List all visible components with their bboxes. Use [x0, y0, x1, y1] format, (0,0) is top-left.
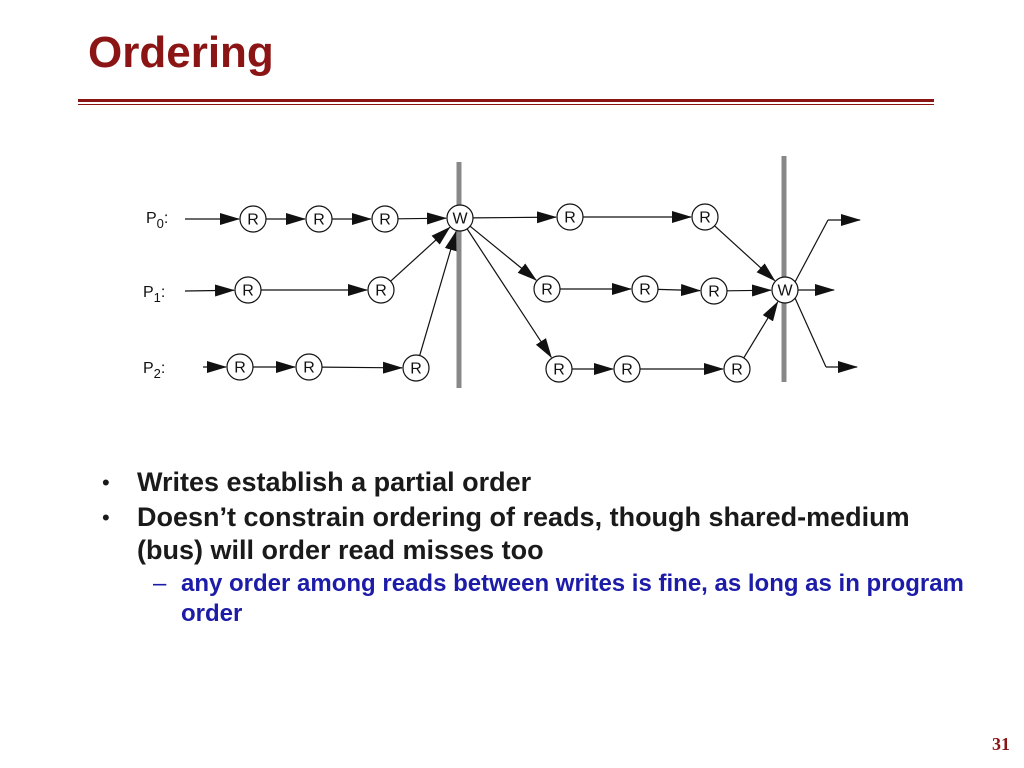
read-node-label: R — [564, 210, 576, 227]
read-node-label: R — [731, 362, 743, 379]
read-node-circle — [545, 355, 573, 383]
title-rule-thin — [78, 104, 934, 105]
read-node-circle — [371, 205, 399, 233]
read-node: R — [367, 276, 395, 304]
processor-label-p2: P2: — [143, 360, 165, 381]
read-node: R — [556, 203, 584, 231]
sub-bullet-item: –any order among reads between writes is… — [100, 569, 980, 629]
ordering-diagram: P0: P1: P2: R R R W R R R R R R R W R R R R R R — [143, 156, 861, 388]
diagram-edges — [184, 211, 861, 375]
read-node-circle — [234, 276, 262, 304]
read-node-circle — [367, 276, 395, 304]
page-number: 31 — [992, 734, 1010, 754]
diagram-arrow — [321, 361, 404, 374]
diagram-arrow — [184, 284, 236, 297]
write-node: W — [771, 276, 799, 304]
write-node: W — [446, 204, 474, 232]
write-node-circle — [446, 204, 474, 232]
read-node: R — [234, 276, 262, 304]
read-node: R — [533, 275, 561, 303]
read-node-label: R — [303, 360, 315, 377]
diagram-arrow — [397, 212, 448, 225]
read-node: R — [371, 205, 399, 233]
sub-bullet-text: any order among reads between writes is … — [181, 570, 964, 627]
bullet-item: • Doesn’t constrain ordering of reads, th… — [100, 501, 980, 567]
read-node-circle — [533, 275, 561, 303]
slide-title: Ordering — [88, 28, 274, 77]
bullet-list: • Writes establish a partial order • Doesn… — [100, 466, 980, 629]
read-node: R — [631, 275, 659, 303]
read-node-label: R — [541, 282, 553, 299]
bullet-item: • Writes establish a partial order — [100, 466, 980, 499]
diagram-arrow — [794, 219, 829, 283]
read-node-label: R — [621, 362, 633, 379]
diagram-arrow — [469, 225, 537, 281]
read-node-label: R — [242, 283, 254, 300]
read-node-circle — [402, 354, 430, 382]
read-node: R — [305, 205, 333, 233]
bullet-text: Doesn’t constrain ordering of reads, tho… — [137, 502, 910, 565]
read-node: R — [691, 203, 719, 231]
read-node: R — [402, 354, 430, 382]
read-node-circle — [239, 205, 267, 233]
diagram-arrow — [472, 211, 558, 224]
read-node-circle — [723, 355, 751, 383]
read-node-circle — [295, 353, 323, 381]
diagram-nodes: R R R W R R R R R R R W R R R R R R — [226, 203, 799, 383]
read-node-label: R — [247, 212, 259, 229]
read-node-circle — [700, 277, 728, 305]
processor-label-p0: P0: — [146, 210, 168, 231]
title-rule-thick — [78, 99, 934, 102]
read-node-circle — [226, 353, 254, 381]
diagram-arrow — [419, 230, 457, 356]
write-node-label: W — [777, 283, 793, 300]
write-node-circle — [771, 276, 799, 304]
read-node: R — [723, 355, 751, 383]
bullet-marker: • — [102, 505, 110, 530]
diagram-arrow — [794, 297, 827, 368]
diagram-arrow — [466, 228, 552, 359]
diagram-arrow — [726, 284, 773, 297]
bullet-text: Writes establish a partial order — [137, 467, 532, 497]
read-node: R — [700, 277, 728, 305]
diagram-arrow — [714, 225, 776, 282]
read-node-label: R — [699, 210, 711, 227]
processor-label-p1: P1: — [143, 284, 165, 305]
write-node-label: W — [452, 211, 468, 228]
read-node: R — [226, 353, 254, 381]
read-node-label: R — [553, 362, 565, 379]
read-node: R — [545, 355, 573, 383]
bullet-marker: • — [102, 470, 110, 495]
read-node-circle — [631, 275, 659, 303]
read-node-circle — [691, 203, 719, 231]
read-node-label: R — [379, 212, 391, 229]
read-node-label: R — [708, 284, 720, 301]
read-node: R — [613, 355, 641, 383]
read-node: R — [239, 205, 267, 233]
read-node-label: R — [639, 282, 651, 299]
sub-bullet-marker: – — [153, 570, 167, 597]
read-node-label: R — [410, 361, 422, 378]
read-node: R — [295, 353, 323, 381]
read-node-label: R — [234, 360, 246, 377]
read-node-circle — [305, 205, 333, 233]
read-node-label: R — [313, 212, 325, 229]
read-node-circle — [613, 355, 641, 383]
diagram-arrow — [743, 301, 779, 359]
read-node-label: R — [375, 283, 387, 300]
diagram-arrow — [390, 226, 451, 282]
diagram-arrow — [657, 284, 702, 297]
read-node-circle — [556, 203, 584, 231]
